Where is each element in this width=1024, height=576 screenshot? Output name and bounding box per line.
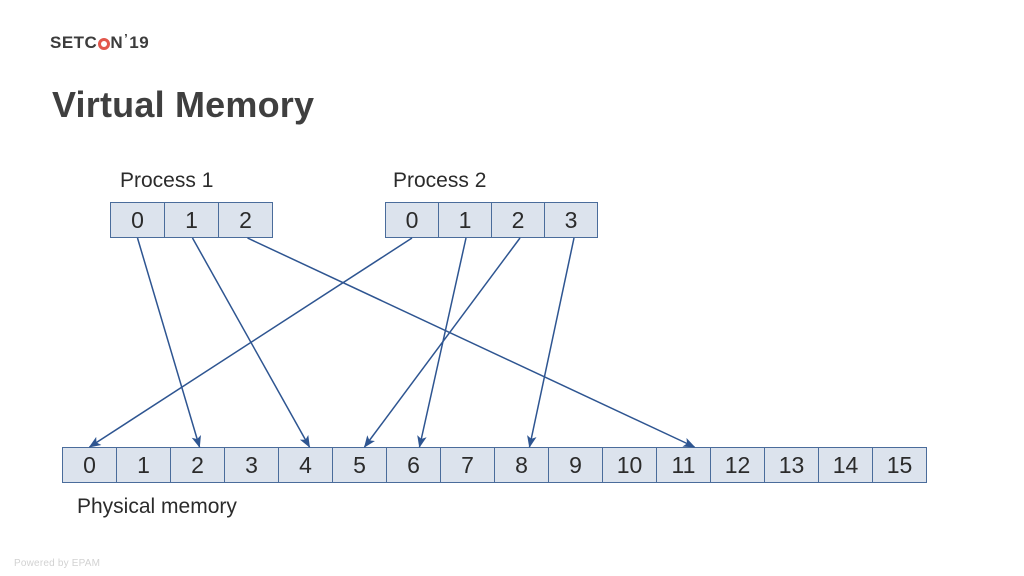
- physical-frame-cell-11: 11: [656, 447, 711, 483]
- physical-frame-cell-9: 9: [548, 447, 603, 483]
- physical-frame-cell-5: 5: [332, 447, 387, 483]
- physical-frame-cell-3: 3: [224, 447, 279, 483]
- physical-frame-cell-6: 6: [386, 447, 441, 483]
- process2-page-cell-3: 3: [544, 202, 598, 238]
- process2-page-cell-2: 2: [491, 202, 545, 238]
- logo-o-ring: [97, 37, 110, 50]
- physical-frame-cell-7: 7: [440, 447, 495, 483]
- physical-frame-cell-4: 4: [278, 447, 333, 483]
- logo-year: 19: [129, 33, 150, 52]
- process2-page-cell-1: 1: [438, 202, 492, 238]
- arrow-process2-page3-to-frame8: [527, 237, 575, 448]
- process1-page-cell-1: 1: [164, 202, 219, 238]
- physical-frame-cell-2: 2: [170, 447, 225, 483]
- arrow-process1-page1-to-frame4: [191, 237, 311, 448]
- page-title: Virtual Memory: [52, 84, 315, 125]
- arrow-process1-page2-to-frame11: [247, 237, 696, 448]
- physical-frame-cell-8: 8: [494, 447, 549, 483]
- physical-frame-cell-14: 14: [818, 447, 873, 483]
- process2-page-cell-0: 0: [385, 202, 439, 238]
- logo-apostrophe: ’: [124, 31, 129, 46]
- process1-page-cell-0: 0: [110, 202, 165, 238]
- logo-prefix: SETC: [50, 33, 98, 52]
- arrow-process1-page0-to-frame2: [136, 237, 201, 448]
- process1-caption: Process 1: [120, 169, 214, 192]
- arrow-process2-page0-to-frame0: [88, 237, 413, 448]
- process1-page-cell-2: 2: [218, 202, 273, 238]
- setcon-logo: SETC N ’ 19: [50, 31, 150, 52]
- physical-frame-cell-0: 0: [62, 447, 117, 483]
- physical-frame-cell-15: 15: [872, 447, 927, 483]
- physical-frame-cell-1: 1: [116, 447, 171, 483]
- physical-frame-cell-10: 10: [602, 447, 657, 483]
- footer-credit: Powered by EPAM: [14, 558, 101, 569]
- physical-frame-cell-13: 13: [764, 447, 819, 483]
- process2-caption: Process 2: [393, 169, 487, 192]
- physical-memory-caption: Physical memory: [77, 495, 237, 518]
- arrow-process2-page2-to-frame5: [363, 237, 521, 448]
- logo-suffix: N: [110, 33, 124, 52]
- arrow-process2-page1-to-frame6: [417, 237, 467, 448]
- physical-frame-cell-12: 12: [710, 447, 765, 483]
